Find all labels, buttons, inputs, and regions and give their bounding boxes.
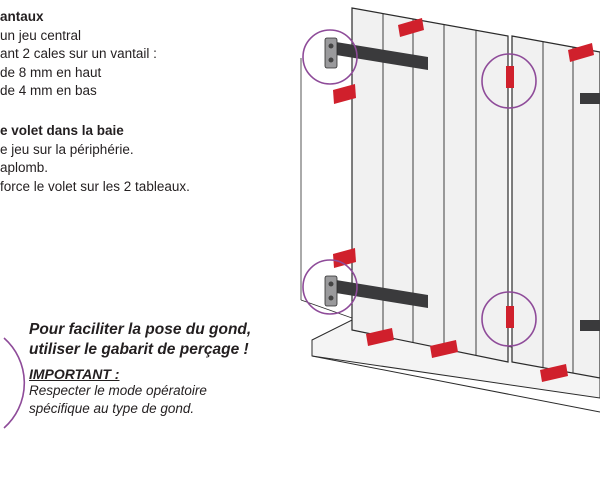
- highlight-circle-gond-bottom: [302, 259, 358, 315]
- highlight-circle-gap-top: [481, 53, 537, 109]
- hinge-bar-right-top: [580, 93, 600, 104]
- instructions-placement: e volet dans la baie e jeu sur la périph…: [0, 122, 190, 196]
- gond-bottom: [324, 275, 338, 307]
- note-title: Pour faciliter la pose du gond, utiliser…: [29, 320, 251, 360]
- hinge-bar-top: [336, 42, 428, 70]
- note-body-line: spécifique au type de gond.: [29, 401, 195, 416]
- wedges: [333, 18, 594, 382]
- instruction-line: force le volet sur les 2 tableaux.: [0, 178, 190, 194]
- gabarit-note: Pour faciliter la pose du gond, utiliser…: [29, 320, 251, 418]
- instructions-wedges: antaux un jeu central ant 2 cales sur un…: [0, 8, 157, 101]
- wedge-side-upper: [333, 84, 356, 104]
- note-title-line: utiliser le gabarit de perçage !: [29, 341, 249, 358]
- instruction-line: ant 2 cales sur un vantail :: [0, 46, 157, 61]
- wall-tableau: [300, 58, 353, 319]
- wedge-bottom-left: [366, 328, 394, 346]
- highlight-circle-gond-top: [302, 29, 358, 85]
- wedge-bottom-right: [540, 364, 568, 382]
- instruction-line: aplomb.: [0, 160, 49, 175]
- instruction-line: de 8 mm en haut: [0, 64, 102, 80]
- instruction-line: de 4 mm en bas: [0, 83, 97, 98]
- instruction-line: un jeu central: [0, 27, 82, 43]
- shutter-right-panel: [511, 35, 600, 379]
- note-important-label: IMPORTANT :: [29, 366, 120, 382]
- wedge-bottom-mid: [430, 340, 458, 358]
- section-heading-wedges: antaux: [0, 9, 44, 24]
- hinge-bar-bottom: [336, 280, 428, 308]
- instruction-line: e jeu sur la périphérie.: [0, 141, 134, 157]
- shutter-left-panel: [351, 7, 509, 363]
- section-heading-placement: e volet dans la baie: [0, 123, 124, 138]
- note-body: Respecter le mode opératoire spécifique …: [29, 382, 251, 418]
- highlight-circles: [302, 29, 537, 347]
- note-title-line: Pour faciliter la pose du gond,: [29, 321, 252, 338]
- wedge-central-gap-bottom: [506, 306, 514, 328]
- hinge-bar-right-bottom: [580, 320, 600, 331]
- wedge-top-left: [398, 18, 424, 37]
- gond-top: [324, 37, 338, 69]
- callout-arc: [3, 337, 26, 429]
- wedge-central-gap-top: [506, 66, 514, 88]
- wedge-side-lower: [333, 248, 356, 268]
- wedge-top-right: [568, 43, 594, 62]
- highlight-circle-gap-bottom: [481, 291, 537, 347]
- note-body-line: Respecter le mode opératoire: [29, 383, 207, 398]
